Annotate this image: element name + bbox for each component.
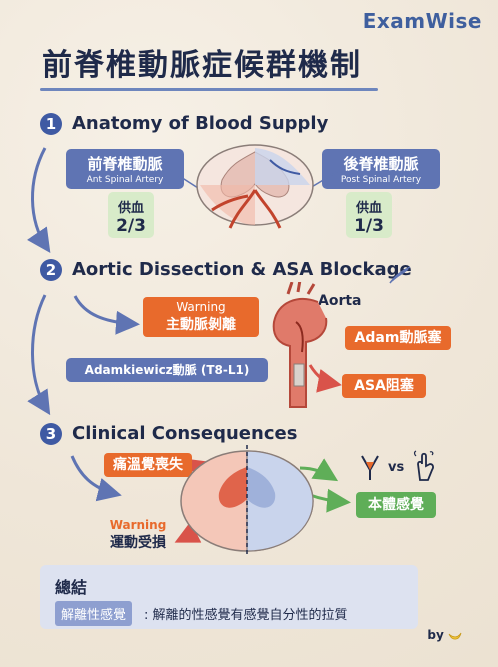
warning-aortic-dissection: Warning 主動脈剝離 <box>143 297 259 337</box>
posterior-supply-label: 供血 <box>355 201 382 216</box>
arrow-2-to-3 <box>27 294 51 416</box>
arrow-to-warning <box>73 295 140 335</box>
vs-label: vs <box>388 460 405 475</box>
motor-warning-label: Warning <box>109 518 167 532</box>
adam-artery-block-box: Adam動脈塞 <box>345 326 451 350</box>
tuning-fork-icon <box>361 455 379 480</box>
anterior-supply-value: 2/3 <box>116 216 146 236</box>
posterior-supply-value: 1/3 <box>354 216 384 236</box>
warning-label: Warning <box>176 300 226 314</box>
byline: by <box>427 628 462 642</box>
banana-icon <box>448 632 462 640</box>
posterior-supply-box: 供血 1/3 <box>346 192 392 238</box>
motor-impairment-label: Warning 運動受損 <box>98 518 178 552</box>
affected-cord-cross-section <box>180 445 314 557</box>
proprioception-preserved-box: 本體感覺 <box>356 492 436 518</box>
aorta-label: Aorta <box>318 293 362 309</box>
arrow-to-vs <box>299 458 339 482</box>
pen-doodle-icon <box>389 266 411 284</box>
anterior-supply-label: 供血 <box>117 201 144 216</box>
arrow-to-cord <box>70 455 122 502</box>
anterior-artery-label: 前脊椎動脈 Ant Spinal Artery <box>66 149 184 189</box>
aorta-illustration <box>272 282 328 408</box>
step-2-title: Aortic Dissection & ASA Blockage <box>72 259 412 280</box>
summary-title: 總結 <box>55 578 88 597</box>
arrow-adam-to-asa <box>308 364 342 393</box>
asa-block-box: ASA阻塞 <box>342 374 426 398</box>
aortic-dissection-text: 主動脈剝離 <box>166 317 236 333</box>
pain-temp-loss-box: 痛溫覺喪失 <box>104 453 192 477</box>
arrow-1-to-2 <box>26 147 51 253</box>
summary-tag: 解離性感覺 <box>55 601 133 626</box>
adamkiewicz-artery-label: Adamkiewicz動脈 (T8-L1) <box>66 358 268 382</box>
anterior-supply-box: 供血 2/3 <box>108 192 154 238</box>
byline-text: by <box>427 628 444 642</box>
step-1-title: Anatomy of Blood Supply <box>72 113 329 134</box>
motor-text: 運動受損 <box>110 535 166 551</box>
step-2-badge: 2 <box>40 259 62 281</box>
step-3-badge: 3 <box>40 423 62 445</box>
spinal-cord-cross-section <box>169 144 341 229</box>
brand-logo: ExamWise <box>362 9 482 33</box>
posterior-artery-en: Post Spinal Artery <box>340 175 422 185</box>
touch-hand-icon <box>413 450 434 481</box>
posterior-artery-zh: 後脊椎動脈 <box>343 155 419 173</box>
anterior-artery-en: Ant Spinal Artery <box>86 175 164 185</box>
anterior-artery-zh: 前脊椎動脈 <box>87 155 163 173</box>
page-title: 前脊椎動脈症候群機制 <box>42 48 362 83</box>
title-underline <box>40 88 378 91</box>
step-1-badge: 1 <box>40 113 62 135</box>
summary-text: : 解離的性感覺有感覺自分性的拉質 <box>144 608 348 623</box>
step-3-title: Clinical Consequences <box>72 423 298 444</box>
posterior-artery-label: 後脊椎動脈 Post Spinal Artery <box>322 149 440 189</box>
